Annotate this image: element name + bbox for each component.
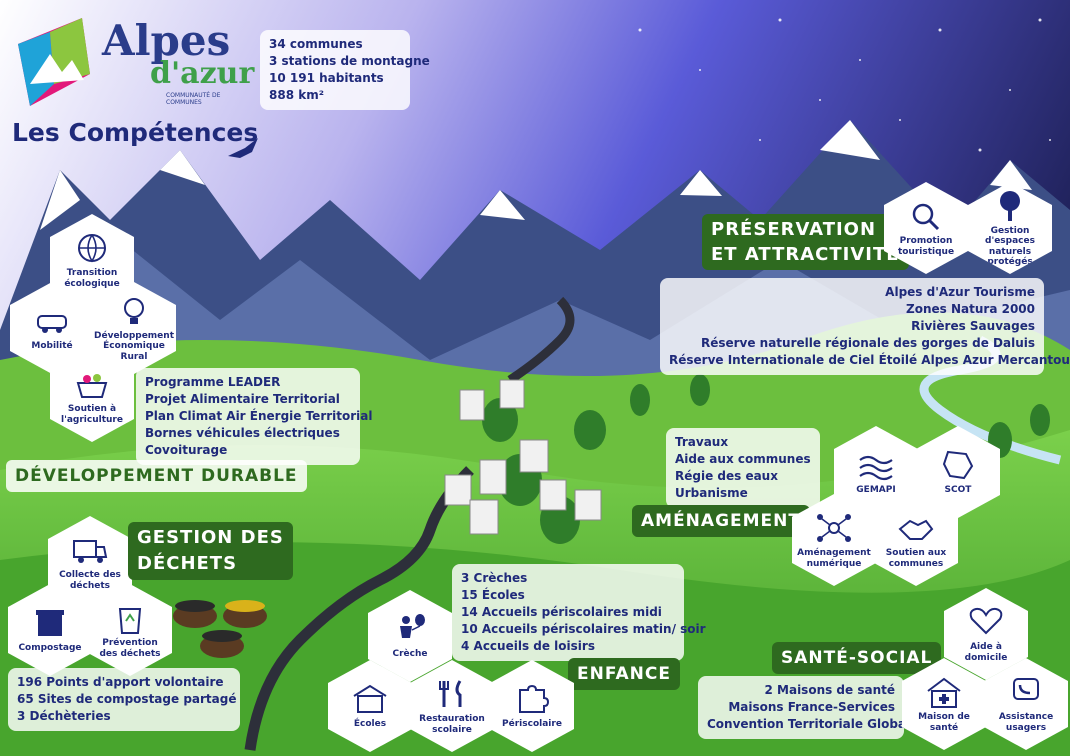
list-item: 196 Points d'apport volontaire xyxy=(17,675,224,689)
medical-house-icon xyxy=(927,677,961,709)
logo-text-azur: d'azur xyxy=(150,56,255,91)
section-title-developpement: DÉVELOPPEMENT DURABLE xyxy=(6,460,307,492)
list-item: 14 Accueils périscolaires midi xyxy=(461,605,662,619)
stat-communes: 34 communes xyxy=(269,37,363,51)
section-title-sante: SANTÉ-SOCIAL xyxy=(772,642,942,674)
heart-hands-icon xyxy=(969,608,1003,635)
amenagement-items-box: Travaux Aide aux communes Régie des eaux… xyxy=(666,428,820,508)
section-title-enfance: ENFANCE xyxy=(568,658,680,690)
list-item: 3 Crèches xyxy=(461,571,528,585)
list-item: Maisons France-Services xyxy=(728,700,895,714)
list-item: 15 Écoles xyxy=(461,588,525,602)
waves-icon xyxy=(859,456,893,481)
school-icon xyxy=(353,685,387,714)
page-title: Les Compétences xyxy=(12,118,259,147)
stat-habitants: 10 191 habitants xyxy=(269,71,384,85)
list-item: 10 Accueils périscolaires matin/ soir xyxy=(461,622,706,636)
list-item: 4 Accueils de loisirs xyxy=(461,639,595,653)
compost-bin-icon xyxy=(36,610,64,637)
globe-icon xyxy=(78,234,106,263)
preservation-items-box: Alpes d'Azur Tourisme Zones Natura 2000 … xyxy=(660,278,1070,375)
logo-mark-icon xyxy=(18,18,90,106)
list-item: Réserve naturelle régionale des gorges d… xyxy=(700,336,1035,350)
handshake-icon xyxy=(898,519,934,541)
phone-support-icon xyxy=(1013,678,1039,701)
list-item: Aide aux communes xyxy=(675,452,811,466)
puzzle-icon xyxy=(519,685,550,714)
list-item: Bornes véhicules électriques xyxy=(145,426,340,440)
list-item: 65 Sites de compostage partagé xyxy=(17,692,237,706)
tree-icon xyxy=(1000,190,1020,221)
developpement-items-box: Programme LEADER Projet Alimentaire Terr… xyxy=(136,368,373,465)
lightbulb-icon xyxy=(124,297,144,324)
electric-car-icon xyxy=(37,315,67,334)
list-item: Covoiturage xyxy=(145,443,228,457)
child-balloon-icon xyxy=(400,614,425,639)
garbage-truck-icon xyxy=(73,540,108,564)
network-icon xyxy=(817,514,851,543)
logo-text-alpes: Alpes xyxy=(102,16,231,65)
logo-subtitle: COMMUNAUTÉ DE COMMUNES xyxy=(166,92,221,106)
list-item: Urbanisme xyxy=(675,486,748,500)
hex-developpement-economique: Développement Économique Rural xyxy=(92,282,176,374)
hex-soutien-agriculture: Soutien à l'agriculture xyxy=(50,350,134,442)
list-item: 2 Maisons de santé xyxy=(764,683,896,697)
list-item: Projet Alimentaire Territorial xyxy=(145,392,340,406)
list-item: Rivières Sauvages xyxy=(911,319,1035,333)
list-item: Régie des eaux xyxy=(675,469,778,483)
magnifier-icon xyxy=(912,203,940,231)
enfance-items-box: 3 Crèches 15 Écoles 14 Accueils périscol… xyxy=(452,564,706,661)
list-item: Réserve Internationale de Ciel Étoilé Al… xyxy=(669,353,1070,367)
list-item: 3 Déchèteries xyxy=(17,709,111,723)
stat-stations: 3 stations de montagne xyxy=(269,54,430,68)
list-item: Alpes d'Azur Tourisme xyxy=(885,285,1035,299)
list-item: Travaux xyxy=(675,435,729,449)
vegetable-basket-icon xyxy=(76,374,108,399)
recycle-bin-icon xyxy=(118,608,142,635)
list-item: Programme LEADER xyxy=(145,375,281,389)
dechets-items-box: 196 Points d'apport volontaire 65 Sites … xyxy=(8,668,240,731)
territory-map-icon xyxy=(942,451,974,480)
list-item: Plan Climat Air Énergie Territorial xyxy=(145,409,373,423)
section-title-preservation: PRÉSERVATION ET ATTRACTIVITÉ xyxy=(702,214,909,270)
logo: Alpes d'azur COMMUNAUTÉ DE COMMUNES xyxy=(10,14,254,114)
section-title-amenagement: AMÉNAGEMENT xyxy=(632,505,810,537)
cutlery-icon xyxy=(439,680,462,708)
section-title-dechets: GESTION DES DÉCHETS xyxy=(128,522,293,580)
stat-surface: 888 km² xyxy=(269,88,324,102)
stats-box: 34 communes 3 stations de montagne 10 19… xyxy=(260,30,430,110)
list-item: Zones Natura 2000 xyxy=(906,302,1035,316)
list-item: Convention Territoriale Globale xyxy=(707,717,919,731)
sante-items-box: 2 Maisons de santé Maisons France-Servic… xyxy=(698,676,919,739)
